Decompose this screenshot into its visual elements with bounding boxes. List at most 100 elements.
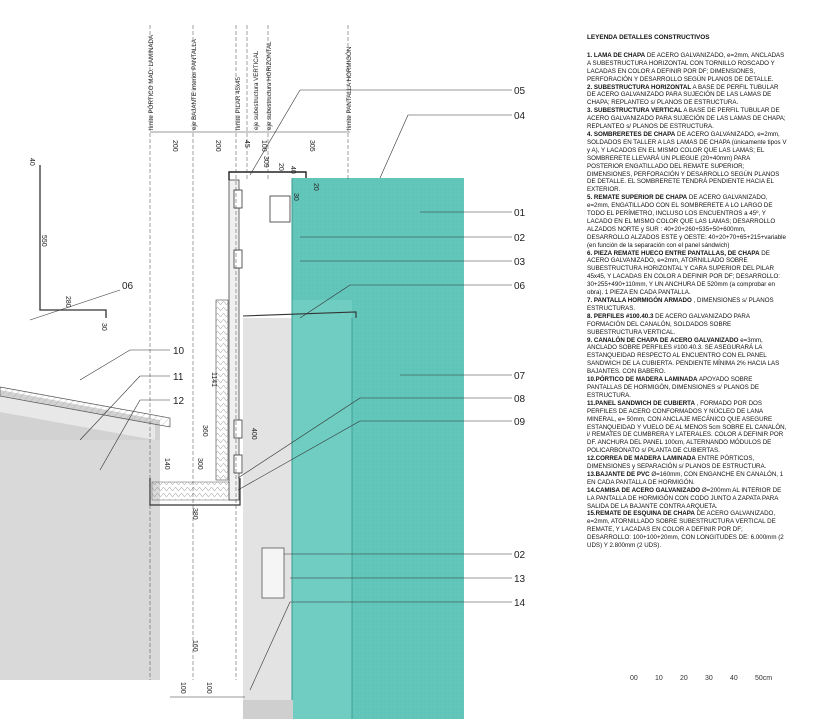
- legend-item: 14.CAMISA DE ACERO GALVANIZADO Ø=200mm A…: [587, 487, 787, 511]
- roof-beam: [0, 440, 160, 680]
- callout-13: 13: [514, 574, 526, 585]
- legend-item-body: DE ACERO GALVANIZADO, e=2mm, ATORNILLADO…: [587, 510, 784, 550]
- legend-item-head: 9. CANALÓN DE CHAPA DE ACERO GALVANIZADO: [587, 336, 739, 344]
- vertical-label-downpipe: eje BAJANTE interior PANTALLA: [191, 38, 198, 130]
- callout-14: 14: [514, 598, 526, 609]
- legend-list: 1. LAMA DE CHAPA DE ACERO GALVANIZADO, e…: [587, 52, 787, 550]
- top-hollow-block: [269, 195, 291, 223]
- legend-item-body: Ø=200mm AL INTERIOR DE LA PANTALLA DE HO…: [587, 486, 782, 510]
- dim-200-a: 200: [171, 140, 178, 152]
- bracket-c: [233, 419, 243, 439]
- callout-01: 01: [514, 208, 526, 219]
- vertical-substructure-inner: [215, 299, 229, 481]
- legend-item-head: 6. PIEZA REMATE HUECO ENTRE PANTALLAS, D…: [587, 249, 760, 257]
- scale-tick-label: 00: [630, 675, 638, 682]
- legend-item: 2. SUBESTRUCTURA HORIZONTAL A BASE DE PE…: [587, 84, 787, 108]
- concrete-wall-shade: [243, 318, 293, 719]
- scale-tick-label: 40: [730, 675, 738, 682]
- dim-160: 160: [191, 640, 198, 652]
- dim-45: 45: [243, 140, 250, 148]
- callout-03: 03: [514, 257, 526, 268]
- legend-item: 15.REMATE DE ESQUINA DE CHAPA DE ACERO G…: [587, 510, 787, 550]
- legend-item: 5. REMATE SUPERIOR DE CHAPA DE ACERO GAL…: [587, 194, 787, 249]
- callout-09: 09: [514, 417, 526, 428]
- callout-05: 05: [514, 86, 526, 97]
- downpipe: [261, 547, 285, 599]
- scale-tick-label: 20: [680, 675, 688, 682]
- legend-item-body: A BASE DE PERFIL TUBULAR DE ACERO GALVAN…: [587, 83, 779, 107]
- callout-02: 02: [514, 233, 526, 244]
- dim-100: 100: [260, 140, 267, 152]
- legend-item-body: Ø=160mm, CON ENGANCHE EN CANALÓN, 1 EN C…: [587, 470, 784, 486]
- roof-portico-light: [0, 395, 155, 440]
- callout-06-right: 06: [514, 281, 526, 292]
- hollow-remate: [242, 311, 357, 318]
- vertical-substructure: [228, 179, 240, 501]
- callout-02-b: 02: [514, 550, 526, 561]
- vertical-label-pillar: límite PILAR 45x45: [235, 76, 242, 130]
- legend-item-head: 3. SUBESTRUCTURA VERTICAL: [587, 107, 682, 115]
- bracket-a: [233, 189, 243, 209]
- gutter-channel: [149, 478, 241, 506]
- dim-left-30: 30: [100, 323, 107, 331]
- bracket-b: [233, 249, 243, 269]
- dim-bot-100-b: 100: [205, 682, 212, 694]
- vertical-label-concrete: límite PANTALLA HORMIGÓN: [346, 47, 353, 130]
- dim-left-40: 40: [28, 158, 35, 166]
- dim-bot-100-a: 100: [179, 682, 186, 694]
- legend-item-head: 8. PERFILES #100.40.3: [587, 312, 654, 320]
- legend-item-body: e=3mm, ANCLADO SOBRE PERFILES #100.40.3.…: [587, 336, 780, 376]
- legend-item: 8. PERFILES #100.40.3 DE ACERO GALVANIZA…: [587, 313, 787, 337]
- legend-item-body: DE ACERO GALVANIZADO, e=2mm, ATORNILLADO…: [587, 249, 781, 297]
- legend-item-head: 13.BAJANTE DE PVC: [587, 470, 650, 478]
- bracket-d: [233, 454, 243, 474]
- legend-item-head: 4. SOMBRERETES DE CHAPA: [587, 130, 676, 138]
- callout-leaders: [29, 89, 512, 691]
- dim-1141: 1141: [210, 372, 217, 387]
- gutter-insulation: [151, 481, 239, 501]
- legend-item-body: DE ACERO GALVANIZADO, e=2mm, ENGATILLADO…: [587, 194, 786, 249]
- legend-item-head: 11.PANEL SANDWICH DE CUBIERTA: [587, 399, 695, 407]
- legend-item-head: 2. SUBESTRUCTURA HORIZONTAL: [587, 83, 692, 91]
- legend-item-body: DE ACERO GALVANIZADO PARA FORMACIÓN DEL …: [587, 312, 750, 336]
- legend-item-body: A BASE DE PERFIL TUBULAR DE ACERO GALVAN…: [587, 107, 786, 131]
- sombrerete-profile: [39, 165, 107, 318]
- dim-305: 305: [308, 140, 315, 152]
- callout-10: 10: [173, 346, 185, 357]
- dim-40-a: 40: [289, 166, 296, 174]
- callout-12: 12: [173, 396, 185, 407]
- louvre-highlight: [292, 300, 352, 719]
- callout-06-left: 06: [122, 281, 134, 292]
- legend-item: 9. CANALÓN DE CHAPA DE ACERO GALVANIZADO…: [587, 337, 787, 377]
- scale-tick-label: 50cm: [755, 675, 772, 682]
- legend-item-body: ENTRE PÓRTICOS, DIMENSIONES y SEPARACIÓN…: [587, 455, 767, 471]
- dim-200-b: 200: [214, 140, 221, 152]
- legend-item-body: DE ACERO GALVANIZADO, e=2mm, ANCLADAS A …: [587, 51, 785, 83]
- legend-item: 7. PANTALLA HORMIGÓN ARMADO , DIMENSIONE…: [587, 297, 787, 313]
- legend-panel: LEYENDA DETALLES CONSTRUCTIVOS 1. LAMA D…: [587, 34, 787, 550]
- dim-left-280: 280: [64, 296, 71, 308]
- reference-lines: [149, 25, 349, 680]
- legend-item-head: 15.REMATE DE ESQUINA DE CHAPA: [587, 510, 695, 518]
- dim-20-b: 20: [312, 183, 319, 191]
- callout-08: 08: [514, 394, 526, 405]
- legend-item: 6. PIEZA REMATE HUECO ENTRE PANTALLAS, D…: [587, 250, 787, 297]
- dim-300: 300: [196, 458, 203, 470]
- dim-140: 140: [163, 458, 170, 470]
- dim-400: 400: [250, 428, 257, 440]
- legend-item: 11.PANEL SANDWICH DE CUBIERTA , FORMADO …: [587, 400, 787, 455]
- dim-360: 360: [201, 425, 208, 437]
- scale-tick-label: 10: [655, 675, 663, 682]
- dim-380: 380: [191, 508, 198, 520]
- dim-20-a: 20: [277, 163, 284, 171]
- legend-item-body: APOYADO SOBRE PANTALLAS DE HORMIGÓN, DIM…: [587, 376, 760, 399]
- dim-309: 309: [262, 156, 269, 168]
- dim-left-550: 550: [40, 235, 47, 247]
- legend-title: LEYENDA DETALLES CONSTRUCTIVOS: [587, 34, 710, 41]
- legend-item: 4. SOMBRERETES DE CHAPA DE ACERO GALVANI…: [587, 131, 787, 194]
- legend-item-head: 14.CAMISA DE ACERO GALVANIZADO: [587, 486, 701, 494]
- legend-item-body: , DIMENSIONES s/ PLANOS ESTRUCTURAS.: [587, 297, 774, 312]
